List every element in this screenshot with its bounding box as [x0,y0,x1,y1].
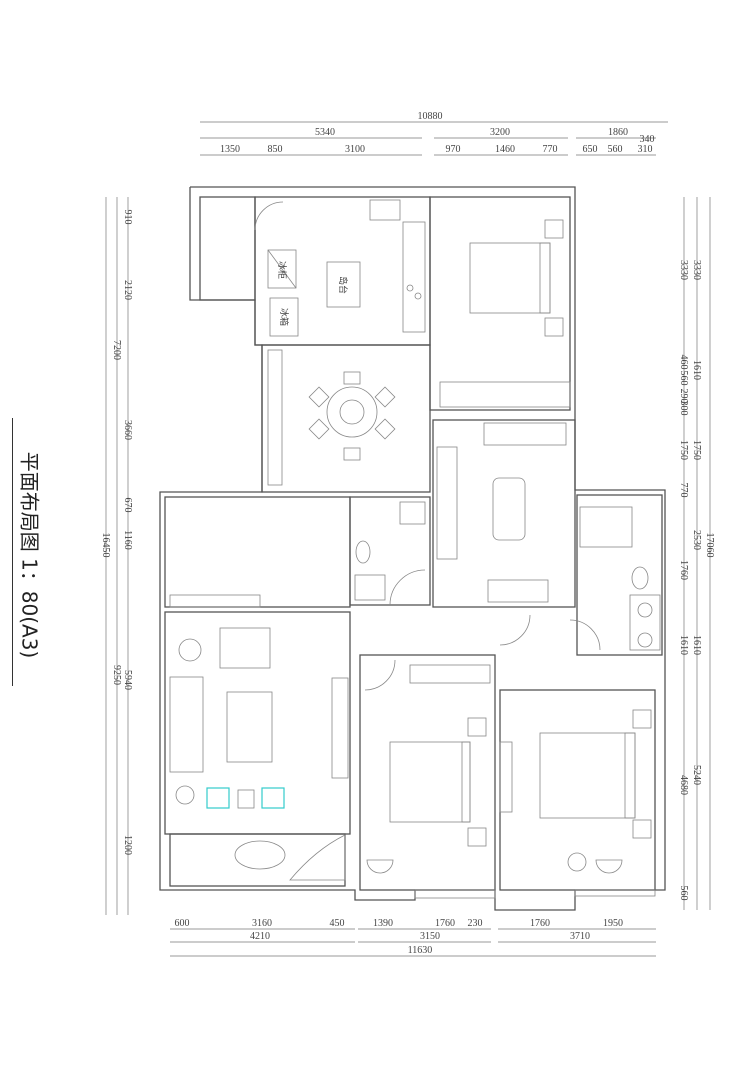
dim-right-mid: 2530 [691,530,702,550]
dim-right-mid: 3330 [691,260,702,280]
dim-top-detail: 560 [608,144,623,155]
dim-top-mid: 1860 [608,127,628,138]
doors [254,201,601,691]
walls [159,186,666,911]
dim-right-detail: 3330 [678,260,689,280]
dim-right-mid: 1750 [691,440,702,460]
dim-top-mid: 3200 [490,127,510,138]
study [436,422,567,603]
dim-right-detail: 4680 [678,775,689,795]
bed-bottom-right [499,709,652,874]
sink [369,199,401,221]
dim-right-detail: 1610 [678,635,689,655]
dimension-labels: 10880 5340 3200 1860 1350 850 3100 970 1460 770 65… [100,111,715,956]
living-room [169,594,349,881]
dim-right-mid: 1610 [691,635,702,655]
dimension-lines [105,121,711,957]
dim-left-detail: 2120 [122,280,133,300]
dim-bottom-detail: 600 [175,918,190,929]
dim-top-detail: 1350 [220,144,240,155]
dim-bottom-detail: 1760 [530,918,550,929]
title-underline [12,418,13,686]
dim-top-detail: 340 [640,134,655,145]
kitchen: 冰柜 冰箱 岛台 [267,199,426,337]
dim-right-detail: 300 [678,401,689,416]
counter [402,221,426,333]
dim-right-detail: 560 [678,886,689,901]
dim-right-detail: 770 [678,483,689,498]
dim-bottom-mid: 4210 [250,931,270,942]
dim-right-mid: 5240 [691,765,702,785]
dim-bottom-detail: 3160 [252,918,272,929]
fridge [269,297,299,337]
dim-left-mid: 9250 [111,665,122,685]
dim-bottom-detail: 450 [330,918,345,929]
dim-left-detail: 5940 [122,670,133,690]
dim-bottom-mid: 3150 [420,931,440,942]
dim-right-total: 17060 [704,533,715,558]
fridge-label: 冰箱 [278,308,290,326]
bathrooms [354,501,661,651]
dim-left-detail: 910 [122,210,133,225]
dim-top-detail: 650 [583,144,598,155]
dim-right-detail: 560 [678,371,689,386]
dim-left-detail: 1160 [122,530,133,550]
dim-top-detail: 310 [638,144,653,155]
dim-bottom-detail: 1760 [435,918,455,929]
dim-right-detail: 1760 [678,560,689,580]
dim-left-detail: 3660 [122,420,133,440]
dim-right-detail: 460 [678,355,689,370]
dim-bottom-detail: 1390 [373,918,393,929]
island-label: 岛台 [337,276,349,294]
dim-top-detail: 970 [446,144,461,155]
dim-bottom-detail: 1950 [603,918,623,929]
bed-top-right [439,219,571,408]
freezer [267,249,297,289]
dim-right-detail: 290 [678,389,689,404]
freezer-label: 冰柜 [276,261,288,279]
island [326,261,361,308]
dim-top-total: 10880 [418,111,443,122]
dim-right-mid: 1610 [691,360,702,380]
bed-bottom-middle [366,664,491,874]
dim-bottom-detail: 230 [468,918,483,929]
dim-top-detail: 3100 [345,144,365,155]
dim-bottom-total: 11630 [408,945,433,956]
dim-right-detail: 1750 [678,440,689,460]
dim-left-mid: 7200 [111,340,122,360]
dim-top-detail: 850 [268,144,283,155]
dining-table [267,349,396,486]
dim-top-detail: 770 [543,144,558,155]
dim-left-detail: 670 [122,498,133,513]
dim-left-detail: 1200 [122,835,133,855]
dim-bottom-mid: 3710 [570,931,590,942]
dim-left-total: 16450 [100,533,111,558]
dim-top-detail: 1460 [495,144,515,155]
dim-top-mid: 5340 [315,127,335,138]
